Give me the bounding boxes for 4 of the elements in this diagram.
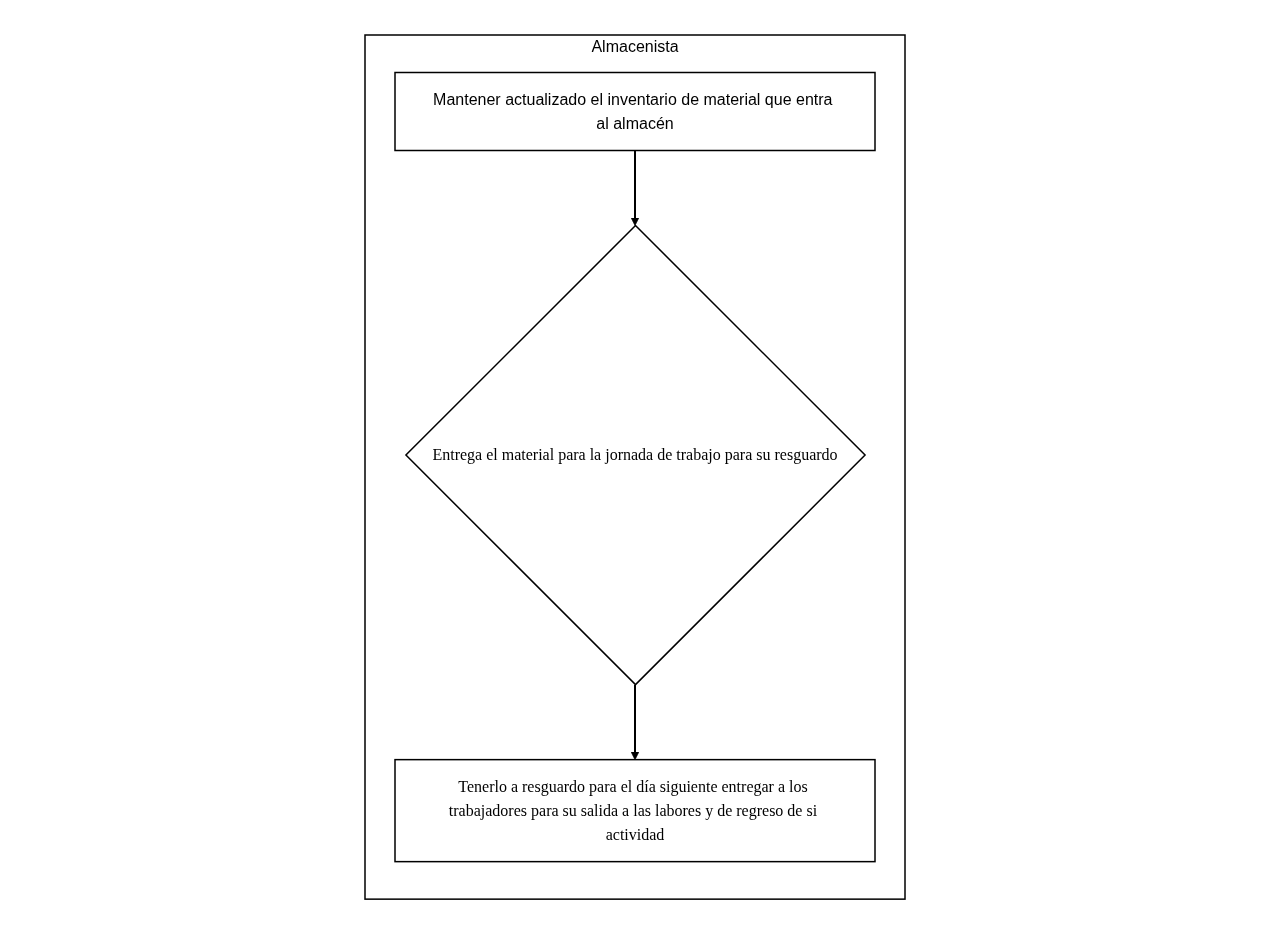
- node-box: Mantener actualizado el inventario de material que entra al almacén: [394, 72, 876, 152]
- node-diamond: Entrega el material para la jornada de trabajo para su resguardo: [404, 224, 867, 687]
- arrow: [630, 684, 640, 761]
- node-box: Tenerlo a resguardo para el día siguiente entregar a los trabajadores para su salida a las labores y de regreso de si actividad: [394, 759, 876, 863]
